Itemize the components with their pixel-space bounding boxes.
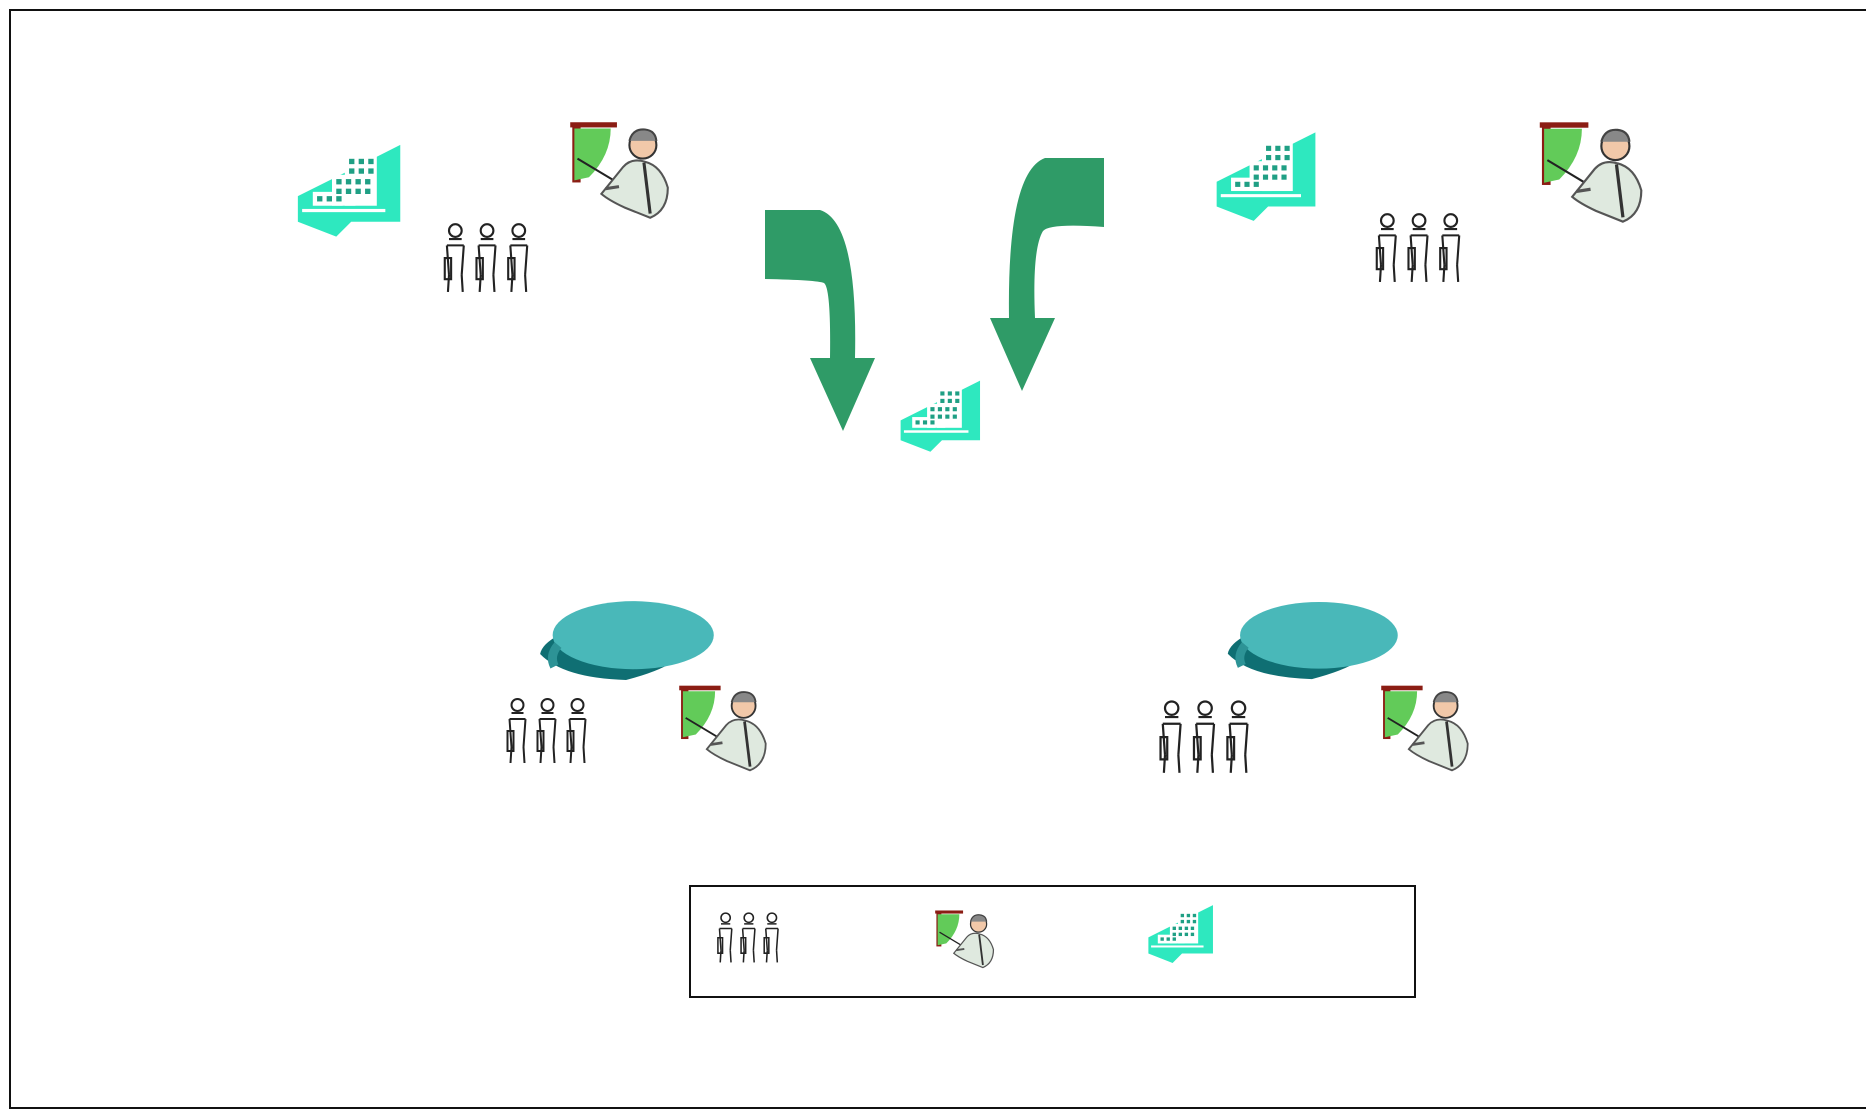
top-left-people-group-icon [434, 220, 538, 294]
legend-building-icon [1143, 887, 1217, 975]
bottom-left-presenter-icon [660, 682, 784, 774]
center-building-icon [894, 360, 985, 465]
bottom-left-disk-icon [524, 590, 712, 692]
top-left-building-icon [288, 130, 408, 242]
legend-box [689, 885, 1416, 998]
legend-people-group-icon [713, 910, 783, 964]
bottom-left-people-group-icon [498, 695, 595, 765]
legend-presenter-icon [928, 908, 1000, 970]
bottom-right-disk-icon [1212, 590, 1396, 692]
top-right-building-icon [1206, 118, 1324, 226]
top-right-people-group-icon [1366, 210, 1470, 284]
top-left-presenter-icon [564, 118, 673, 222]
bottom-right-presenter-icon [1362, 682, 1486, 774]
bottom-right-people-group-icon [1150, 697, 1258, 775]
top-right-presenter-icon [1528, 118, 1652, 226]
right-down-arrow [990, 158, 1104, 391]
left-down-arrow [765, 210, 878, 431]
